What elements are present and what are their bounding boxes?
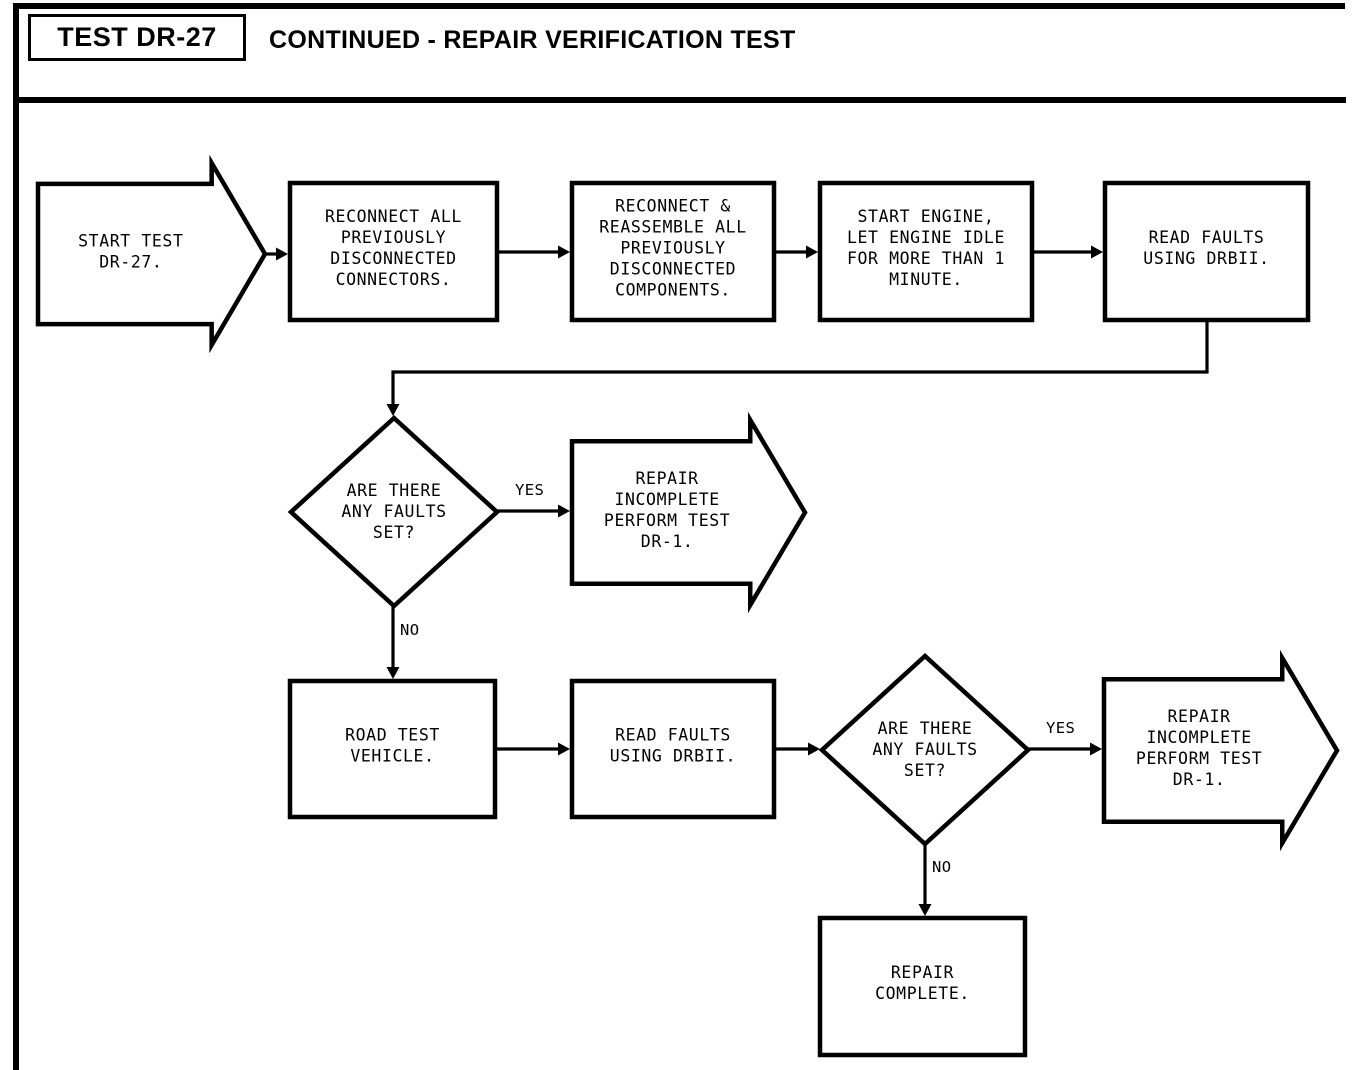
node-rect bbox=[569, 678, 777, 820]
edge-label-decision2-yes: YES bbox=[1046, 719, 1075, 737]
connector-reconnect-to-reassemble bbox=[497, 245, 570, 259]
connector-reassemble-to-engine bbox=[774, 245, 818, 259]
connector-decision1-no bbox=[386, 606, 400, 679]
arrowhead-right-icon bbox=[276, 247, 288, 261]
page-title: CONTINUED - REPAIR VERIFICATION TEST bbox=[269, 26, 796, 54]
arrowhead-right-icon bbox=[558, 742, 570, 756]
arrowhead-down-icon bbox=[386, 667, 400, 679]
node-block-arrow bbox=[35, 154, 268, 354]
page-border-left bbox=[13, 3, 19, 1070]
connector-readfaults2-to-decision2 bbox=[774, 742, 820, 756]
node-rect bbox=[569, 180, 777, 323]
connector-roadtest-to-readfaults2 bbox=[495, 742, 570, 756]
node-block-arrow bbox=[569, 411, 808, 614]
test-id-box: TEST DR-27 bbox=[28, 14, 246, 61]
edge-label-decision2-no: NO bbox=[932, 858, 951, 876]
node-diamond bbox=[287, 414, 501, 610]
connector-engine-to-readfaults bbox=[1032, 245, 1103, 259]
connector-decision2-yes bbox=[1028, 742, 1102, 756]
test-id-label: TEST DR-27 bbox=[57, 22, 217, 52]
node-rect bbox=[817, 915, 1028, 1058]
header-divider-rule bbox=[13, 97, 1346, 103]
node-rect bbox=[1102, 180, 1311, 323]
edge-label-decision1-no: NO bbox=[400, 621, 419, 639]
page-header: TEST DR-27 CONTINUED - REPAIR VERIFICATI… bbox=[19, 9, 1345, 97]
node-diamond bbox=[818, 652, 1032, 848]
arrowhead-right-icon bbox=[558, 245, 570, 259]
arrowhead-right-icon bbox=[1090, 742, 1102, 756]
connector-readfaults-to-decision bbox=[386, 320, 1209, 416]
node-rect bbox=[817, 180, 1035, 323]
arrowhead-right-icon bbox=[808, 742, 820, 756]
edge-label-layer: YES NO YES NO bbox=[400, 481, 1075, 876]
arrowhead-down-icon bbox=[918, 904, 932, 916]
edge-label-decision1-yes: YES bbox=[515, 481, 544, 499]
arrowhead-right-icon bbox=[806, 245, 818, 259]
connector-decision1-yes bbox=[497, 504, 570, 518]
arrowhead-down-icon bbox=[386, 404, 400, 416]
connector-decision2-no bbox=[918, 844, 932, 916]
connector-start-to-reconnect bbox=[265, 247, 288, 261]
node-rect bbox=[287, 678, 498, 820]
arrowhead-right-icon bbox=[1091, 245, 1103, 259]
connector-line bbox=[391, 320, 1209, 405]
node-rect bbox=[287, 180, 500, 323]
connector-layer bbox=[265, 245, 1209, 916]
node-block-arrow bbox=[1101, 649, 1340, 852]
page-border-top bbox=[13, 3, 1345, 9]
arrowhead-right-icon bbox=[558, 504, 570, 518]
